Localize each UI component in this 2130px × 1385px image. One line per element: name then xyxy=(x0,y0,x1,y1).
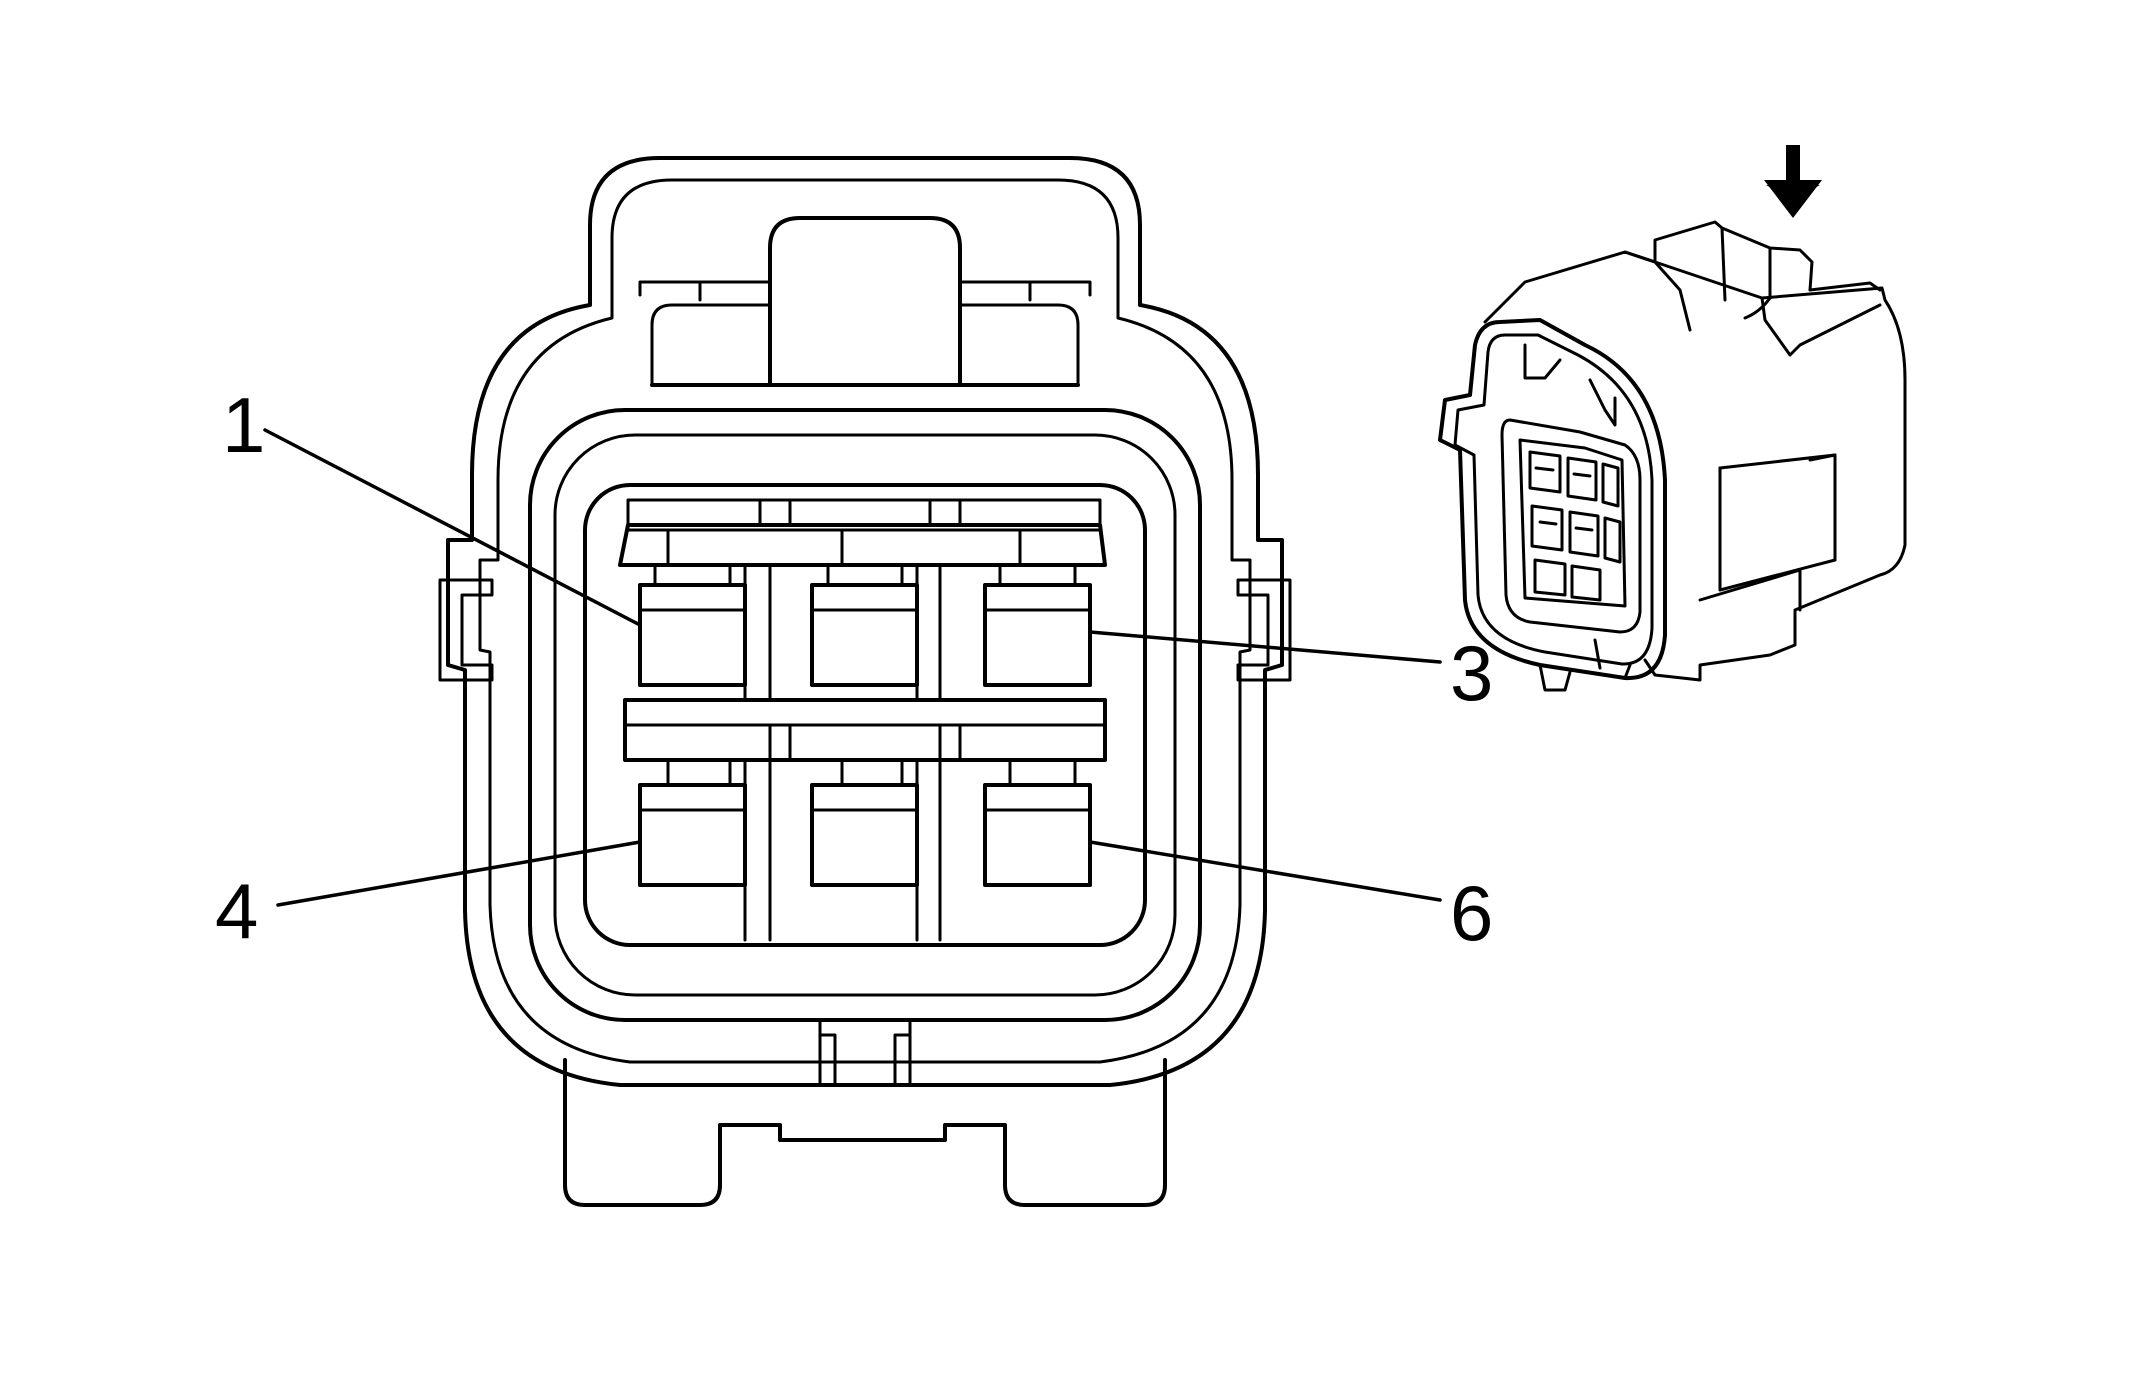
connector-bottom-key-slot xyxy=(818,1018,912,1087)
pin-label-1: 1 xyxy=(222,381,265,469)
connector-terminal-housing xyxy=(583,483,1147,947)
iso-connector-body xyxy=(1483,250,1907,682)
iso-pin-cavities xyxy=(1528,450,1622,602)
connector-isometric-view xyxy=(1438,145,1907,692)
terminal-cavity-pin-3 xyxy=(983,583,1092,687)
terminal-cavity-pin-6 xyxy=(983,783,1092,887)
pin-row-1 xyxy=(638,563,1092,687)
pin-label-6: 6 xyxy=(1450,869,1493,957)
terminal-cavity-pin-5 xyxy=(810,783,919,887)
iso-terminal-cavity xyxy=(1500,418,1642,634)
connector-bottom-foot xyxy=(563,1058,1167,1207)
terminal-cavity-pin-1 xyxy=(638,583,747,687)
terminal-retainer-middle-row xyxy=(623,698,1107,762)
terminal-retainer-top-row xyxy=(618,498,1107,567)
connector-right-latch-notch xyxy=(1236,578,1292,682)
connector-left-latch-notch xyxy=(438,578,494,682)
leader-line-pin-6 xyxy=(1088,840,1442,902)
connector-cavity-outer xyxy=(528,408,1202,1022)
connector-top-latch xyxy=(638,216,1092,387)
leader-line-pin-3 xyxy=(1088,630,1442,664)
connector-cavity-middle xyxy=(553,433,1177,997)
leader-line-pin-1 xyxy=(263,428,642,627)
connector-outer-shell xyxy=(446,156,1284,1087)
iso-side-rib xyxy=(1718,453,1837,592)
terminal-cavity-pin-2 xyxy=(810,583,919,687)
connector-shell-inner-contour xyxy=(478,178,1252,1064)
connector-front-view xyxy=(438,156,1292,1207)
terminal-cavity-pin-4 xyxy=(638,783,747,887)
leader-line-pin-4 xyxy=(276,840,642,907)
insertion-arrow-down-icon xyxy=(1764,145,1822,218)
pin-row-2 xyxy=(638,758,1092,942)
pin-callouts: 1 3 4 6 xyxy=(215,381,1493,957)
pin-label-4: 4 xyxy=(215,867,258,955)
